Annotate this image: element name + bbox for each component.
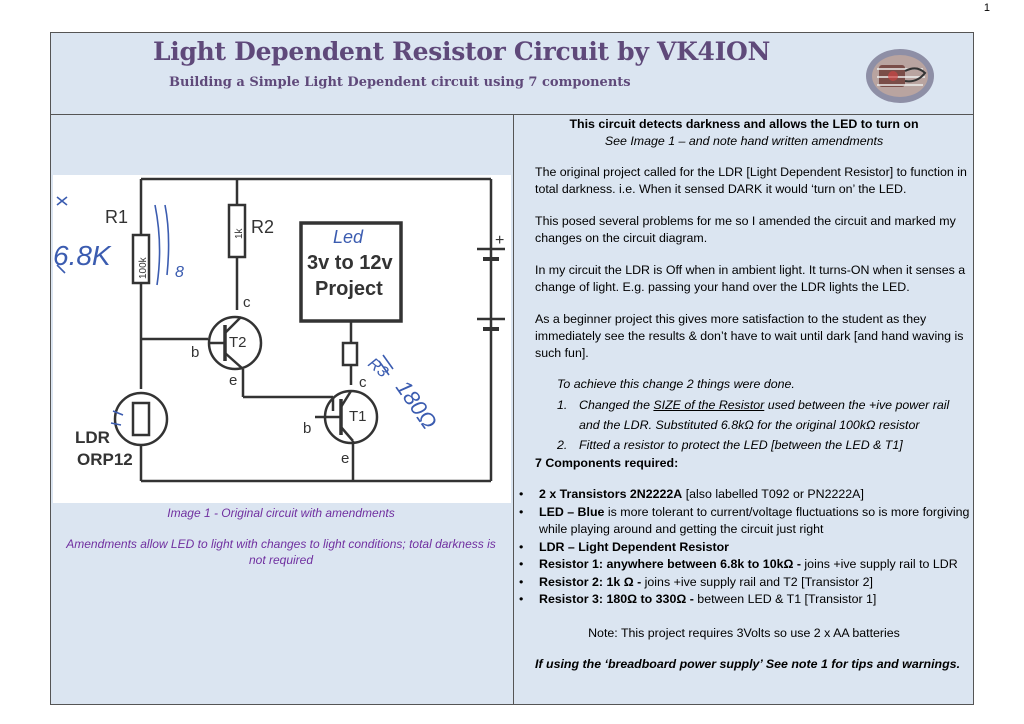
paragraph: In my circuit the LDR is Off when in amb… (535, 263, 966, 294)
label-t1: T1 (349, 408, 367, 425)
left-column: R1 100k 6.8K 8 R2 1k Led 3v to 12v Proje… (51, 115, 514, 705)
bullet-icon: • (519, 557, 524, 571)
list-item: 1.Changed the SIZE of the Resistor used … (557, 398, 950, 432)
label-t2-b: b (191, 344, 199, 361)
label-t1-e: e (341, 450, 349, 467)
header: Light Dependent Resistor Circuit by VK4I… (51, 33, 973, 115)
label-t2-c: c (243, 294, 251, 311)
page-title: Light Dependent Resistor Circuit by VK4I… (153, 37, 771, 66)
page-number: 1 (983, 2, 990, 14)
label-r2-value: 1k (234, 227, 245, 239)
inline-link: SIZE of the Resistor (653, 398, 765, 412)
change-list: 1.Changed the SIZE of the Resistor used … (557, 395, 967, 455)
document-frame: Light Dependent Resistor Circuit by VK4I… (50, 32, 974, 705)
label-box-hand: Led (333, 227, 364, 247)
list-item: •2 x Transistors 2N2222A [also labelled … (514, 486, 972, 504)
bullet-icon: • (519, 539, 524, 554)
page-subtitle: Building a Simple Light Dependent circui… (169, 75, 631, 90)
list-item: •LDR – Light Dependent Resistor (514, 539, 972, 557)
label-t1-b: b (303, 420, 311, 437)
amendment-caption: Amendments allow LED to light with chang… (66, 537, 496, 567)
list-item: •Resistor 3: 180Ω to 330Ω - between LED … (514, 591, 972, 609)
list-item: •Resistor 1: anywhere between 6.8k to 10… (514, 556, 972, 574)
label-r3-hand: R3 (364, 355, 391, 381)
warning-note: If using the ‘breadboard power supply’ S… (535, 657, 961, 671)
section-heading: This circuit detects darkness and allows… (569, 117, 919, 131)
label-ldr-part: ORP12 (77, 450, 133, 469)
bullet-icon: • (519, 592, 524, 606)
label-box-line1: 3v to 12v (307, 252, 393, 274)
section-subheading: See Image 1 – and note hand written amen… (604, 134, 884, 148)
label-r1: R1 (105, 207, 128, 227)
bullet-icon: • (519, 574, 524, 589)
label-t2-e: e (229, 372, 237, 389)
label-box-line2: Project (315, 278, 383, 300)
label-hand-8: 8 (175, 264, 184, 281)
components-heading: 7 Components required: (535, 456, 679, 470)
label-t2: T2 (229, 334, 247, 351)
bullet-icon: • (519, 504, 524, 519)
label-r2: R2 (251, 217, 274, 237)
figure-caption: Image 1 - Original circuit with amendmen… (167, 506, 395, 520)
components-list: •2 x Transistors 2N2222A [also labelled … (514, 486, 972, 609)
list-item: •Resistor 2: 1k Ω - joins +ive supply ra… (514, 574, 972, 592)
ldr-photo-logo (866, 49, 934, 103)
paragraph: This posed several problems for me so I … (535, 214, 956, 245)
change-intro: To achieve this change 2 things were don… (557, 377, 795, 391)
circuit-diagram: R1 100k 6.8K 8 R2 1k Led 3v to 12v Proje… (53, 175, 511, 503)
paragraph: As a beginner project this gives more sa… (535, 312, 964, 360)
bullet-icon: • (519, 487, 524, 501)
label-plus: + (495, 232, 504, 249)
battery-note: Note: This project requires 3Volts so us… (588, 626, 900, 640)
label-r1-value: 100k (138, 256, 149, 279)
right-column: This circuit detects darkness and allows… (514, 115, 974, 705)
label-r1-hand: 6.8K (53, 240, 112, 271)
label-t1-c: c (359, 374, 367, 391)
list-item: 2.Fitted a resistor to protect the LED [… (557, 438, 903, 452)
paragraph: The original project called for the LDR … (535, 165, 967, 196)
label-r3-value-hand: 180Ω (391, 376, 442, 434)
list-item: •LED – Blue is more tolerant to current/… (519, 504, 970, 537)
label-ldr: LDR (75, 428, 110, 447)
